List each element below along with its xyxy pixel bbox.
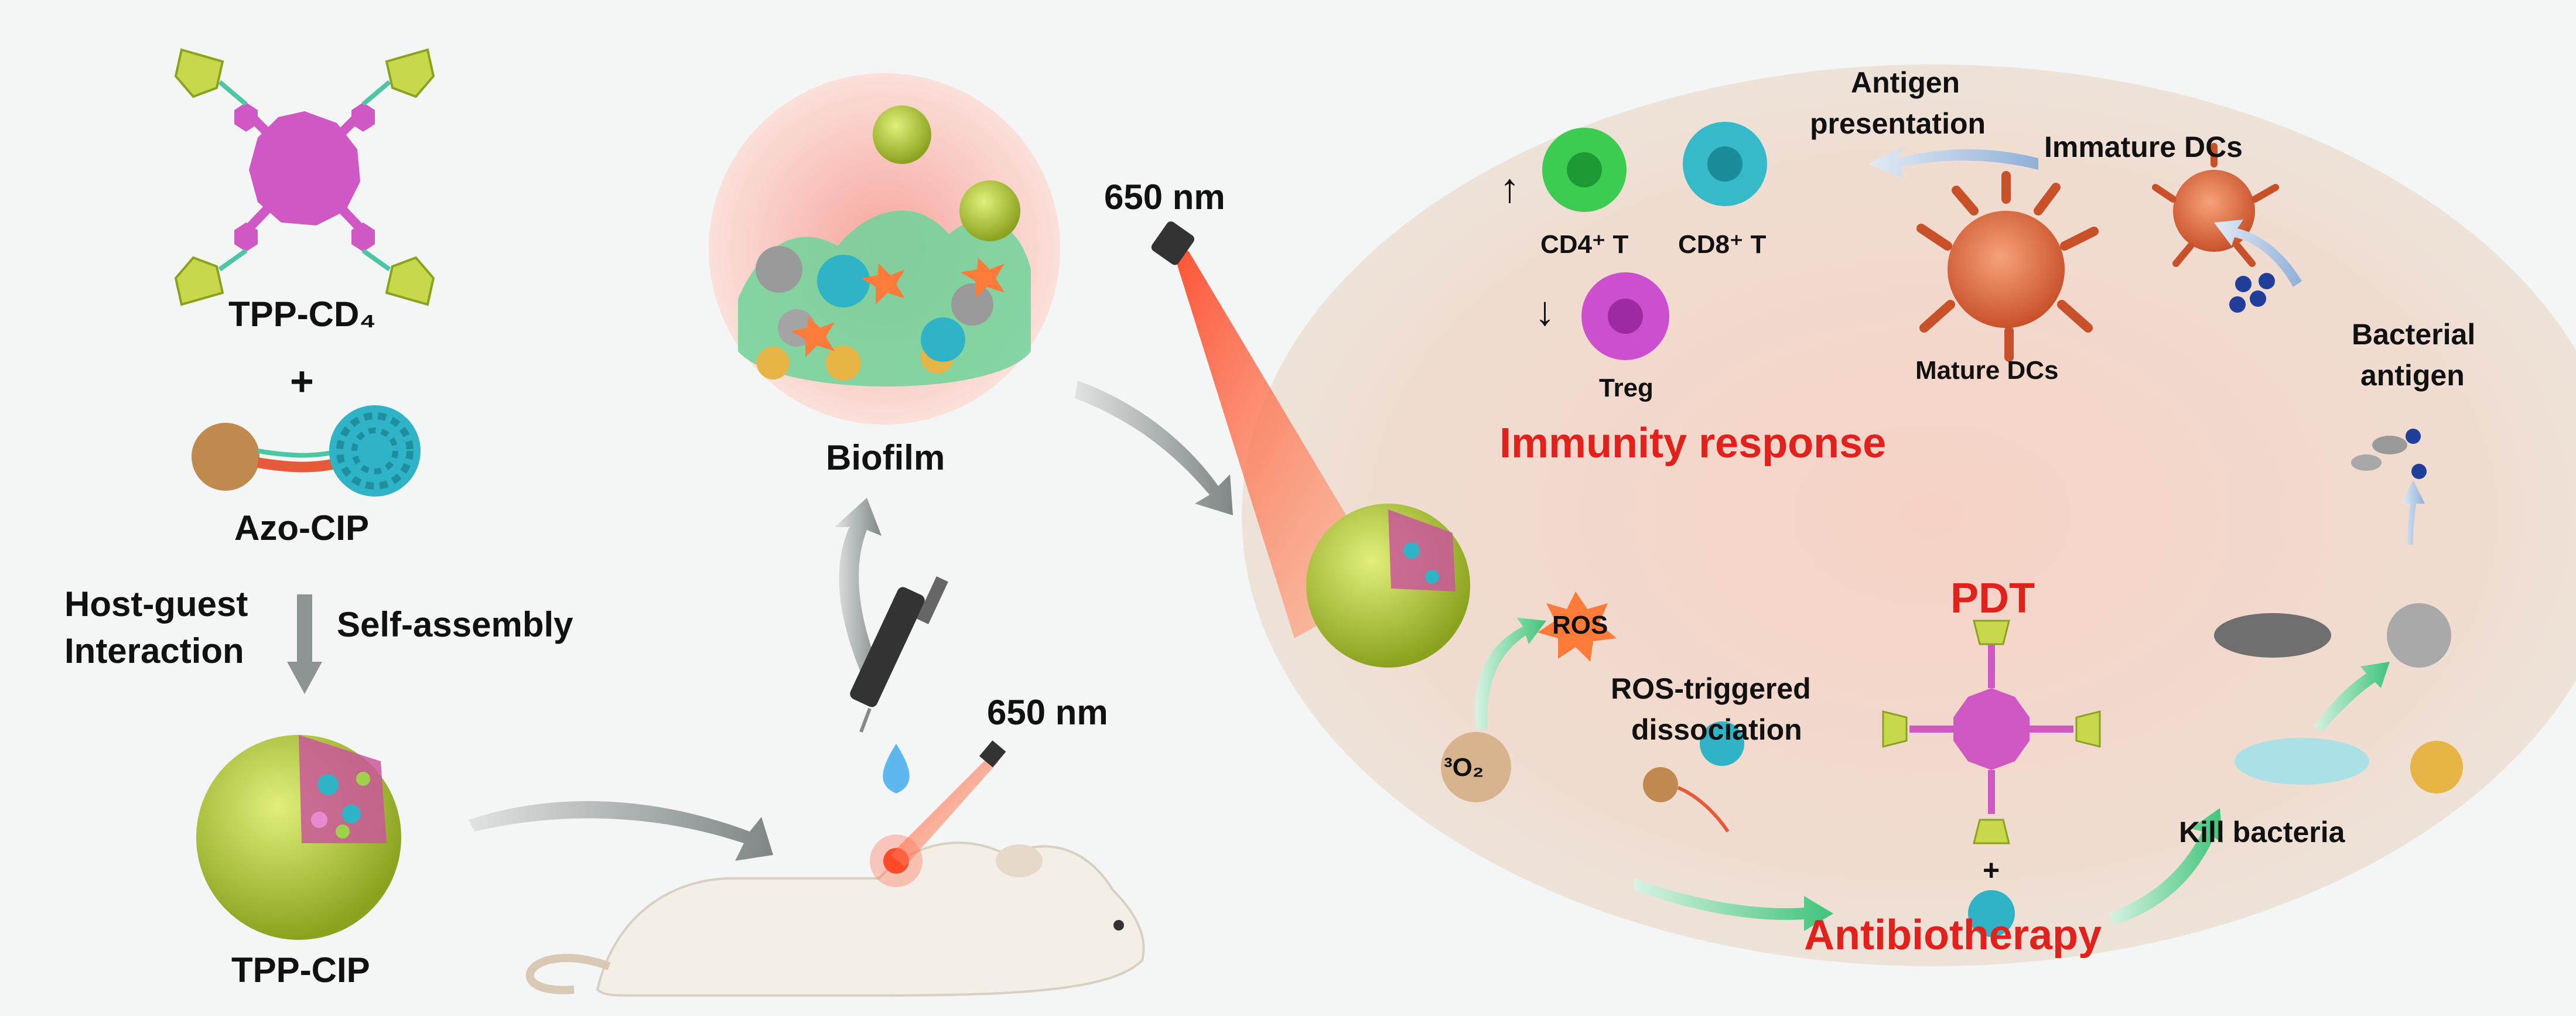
antigen-label: Antigen [1851, 66, 1960, 99]
oxygen-label: ³O₂ [1444, 753, 1484, 782]
ros-triggered-label: ROS-triggered [1611, 672, 1811, 705]
syringe-icon [850, 576, 948, 793]
up-arrow-icon: ↑ [1499, 165, 1520, 211]
self-assembly-arrow [287, 594, 322, 694]
bacteria-icon [2229, 273, 2427, 479]
to-antibiotherapy-arrow [1634, 878, 1833, 931]
porphyrin-cyclodextrin-icon [1882, 620, 2101, 844]
dissociation-label: dissociation [1631, 713, 1802, 746]
immune-therapy-oval [1242, 64, 2576, 966]
plus-sign: + [290, 358, 314, 404]
laser-wavelength-top: 650 nm [1104, 177, 1225, 217]
biofilm-label: Biofilm [826, 438, 945, 477]
cd8-t-label: CD8⁺ T [1678, 230, 1767, 259]
treg-label: Treg [1599, 374, 1653, 402]
oxygen-ball-icon [1441, 732, 1511, 802]
azo-cip-label: Azo-CIP [234, 508, 369, 548]
host-guest-label: Host-guest [64, 584, 248, 624]
ros-label: ROS [1552, 611, 1608, 639]
nanoparticle-cutaway-icon [1306, 504, 1470, 668]
nanoparticle-cutaway-icon [196, 735, 401, 940]
antigen-up-arrow [2401, 480, 2425, 545]
plus-sign-small: + [1983, 854, 2000, 887]
antigen-sub-label: antigen [2360, 359, 2465, 392]
to-oval-arrow [1075, 381, 1233, 515]
immunity-response-label: Immunity response [1499, 420, 1887, 467]
to-biofilm-arrow [835, 498, 882, 673]
dc-maturation-arrow [2214, 220, 2302, 287]
kill-bacteria-label: Kill bacteria [2179, 816, 2345, 849]
to-kill-bacteria-arrow [2109, 808, 2223, 925]
azo-cip-molecule-icon [1643, 721, 1744, 833]
to-mouse-arrow [469, 801, 773, 861]
biofilm-sphere-icon [709, 73, 1060, 425]
cd4-t-label: CD4⁺ T [1540, 230, 1629, 259]
tpp-cd4-label: TPP-CD₄ [228, 295, 376, 334]
azo-cip-molecule-icon [192, 405, 421, 497]
ros-burst-icon [1538, 591, 1617, 662]
laser-wavelength-mouse: 650 nm [987, 693, 1108, 732]
presentation-label: presentation [1810, 107, 1986, 140]
tpp-cip-label: TPP-CIP [231, 950, 370, 990]
laser-emitter-icon [890, 740, 1006, 867]
t-cell-icon [1542, 122, 1767, 360]
immature-dcs-label: Immature DCs [2044, 131, 2243, 163]
mouse-icon [525, 834, 1145, 997]
bacterial-label: Bacterial [2352, 318, 2476, 351]
bacteria-icon [2214, 603, 2463, 793]
self-assembly-label: Self-assembly [337, 605, 573, 644]
porphyrin-cyclodextrin-icon [174, 48, 435, 306]
pdt-label: PDT [1950, 575, 2035, 622]
antigen-presentation-arrow [1868, 146, 2038, 179]
oxygen-to-ros-arrow [1475, 618, 1546, 729]
bacteria-up-arrow [2314, 662, 2390, 732]
mature-dcs-label: Mature DCs [1915, 356, 2059, 385]
down-arrow-icon: ↓ [1535, 288, 1555, 334]
cip-ball-icon [1968, 890, 2015, 937]
interaction-label: Interaction [64, 631, 244, 671]
antibiotherapy-label: Antibiotherapy [1804, 912, 2102, 959]
